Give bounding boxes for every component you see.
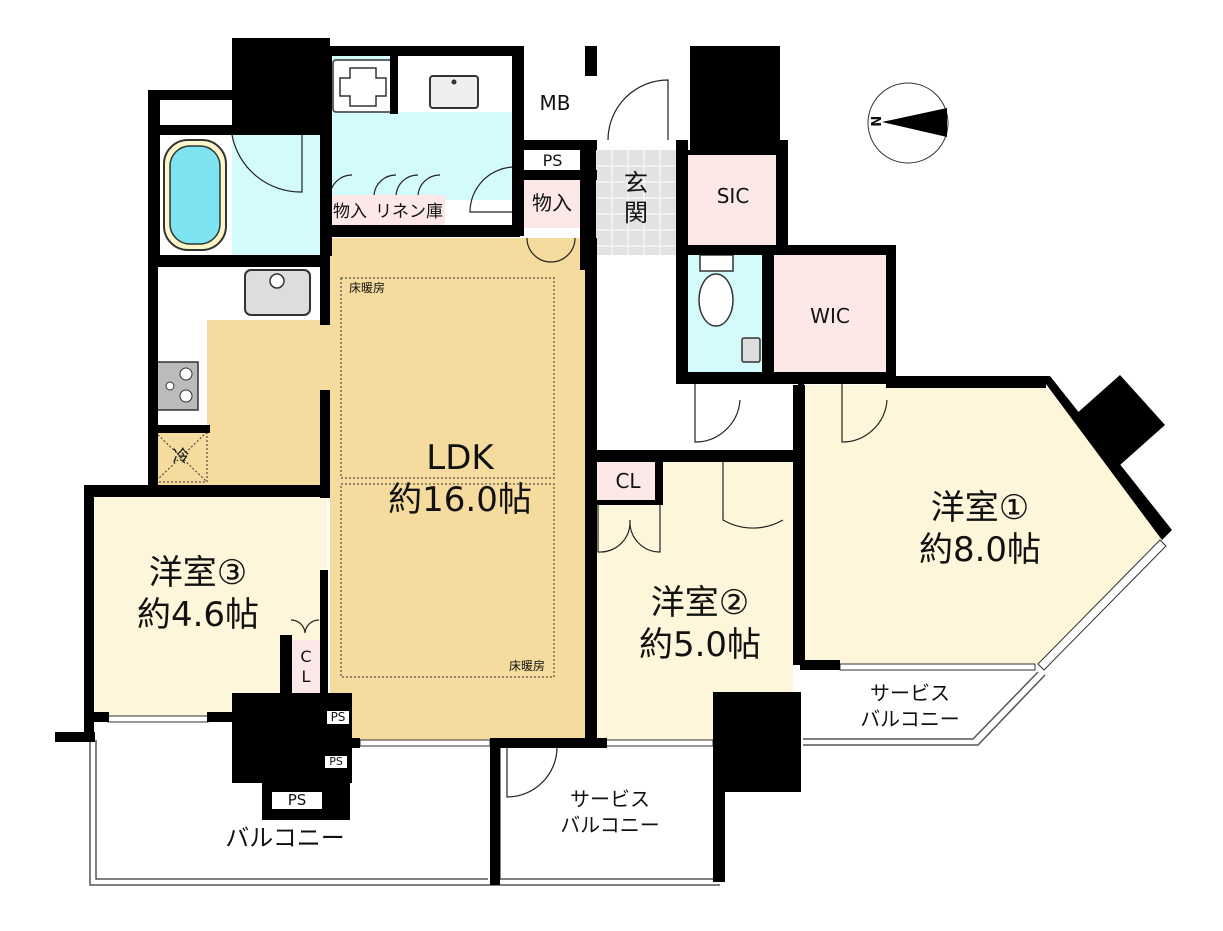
linen-floor — [330, 195, 445, 230]
mb-label: MB — [539, 91, 571, 115]
kitchen-floor — [207, 320, 332, 485]
ldk-size: 約16.0帖 — [388, 480, 532, 520]
cl-room3-label-l: L — [301, 667, 311, 686]
ldk-name: LDK — [426, 438, 494, 478]
service-balcony-1-line1: サービス — [570, 787, 650, 811]
floor-heating-label-2: 床暖房 — [508, 659, 545, 673]
fridge-label: 冷 — [172, 447, 190, 467]
compass-icon — [867, 82, 949, 164]
walls — [55, 38, 1172, 885]
service-balcony-1-line2: バルコニー — [560, 813, 660, 837]
cl-room3-floor — [292, 640, 320, 695]
wash-basin-icon — [429, 75, 479, 109]
toilet-icon — [698, 254, 761, 363]
cl-room3-label-c: C — [300, 647, 312, 666]
linen-label: リネン庫 — [375, 202, 443, 222]
service-balcony-2-line1: サービス — [870, 681, 950, 705]
cl-room2-floor — [597, 460, 662, 505]
room3-name: 洋室③ — [148, 553, 248, 593]
service-balcony-2-line2: バルコニー — [860, 707, 960, 731]
compass-north-label: N — [867, 115, 883, 127]
ps-label-2: PS — [325, 755, 347, 769]
bathtub-icon — [163, 139, 227, 251]
ps-label-3: PS — [272, 792, 322, 809]
floor-heating-area — [340, 277, 555, 678]
storage-hall-floor — [520, 180, 582, 228]
wic-floor — [773, 252, 888, 374]
stove-icon — [155, 361, 199, 411]
room2-name: 洋室② — [650, 583, 750, 623]
entrance-label-1: 玄 — [624, 169, 648, 197]
entrance-tile — [596, 150, 678, 255]
sic-label: SIC — [716, 184, 750, 208]
bath-dressing — [232, 135, 330, 255]
room3-size: 約4.6帖 — [136, 595, 260, 635]
storage-wash-label: 物入 — [333, 202, 367, 222]
floor-heating-label-1: 床暖房 — [348, 281, 385, 295]
washing-machine-icon — [332, 59, 396, 113]
room1-name: 洋室① — [930, 488, 1030, 528]
cl-room2-label: CL — [615, 469, 641, 493]
kitchen-sink-icon — [244, 269, 311, 316]
ps-label-1: PS — [327, 710, 349, 725]
ldk-floor — [330, 238, 585, 743]
room1-size: 約8.0帖 — [918, 530, 1042, 570]
wic-label: WIC — [810, 304, 850, 328]
balcony-label: バルコニー — [225, 824, 345, 852]
room2-size: 約5.0帖 — [638, 625, 762, 665]
room1-floor — [800, 385, 1165, 665]
ps-top-label: PS — [542, 151, 563, 170]
entrance-label-2: 関 — [624, 199, 648, 227]
door-swings — [231, 79, 888, 798]
storage-hall-label: 物入 — [532, 191, 572, 215]
sic-floor — [685, 150, 778, 245]
